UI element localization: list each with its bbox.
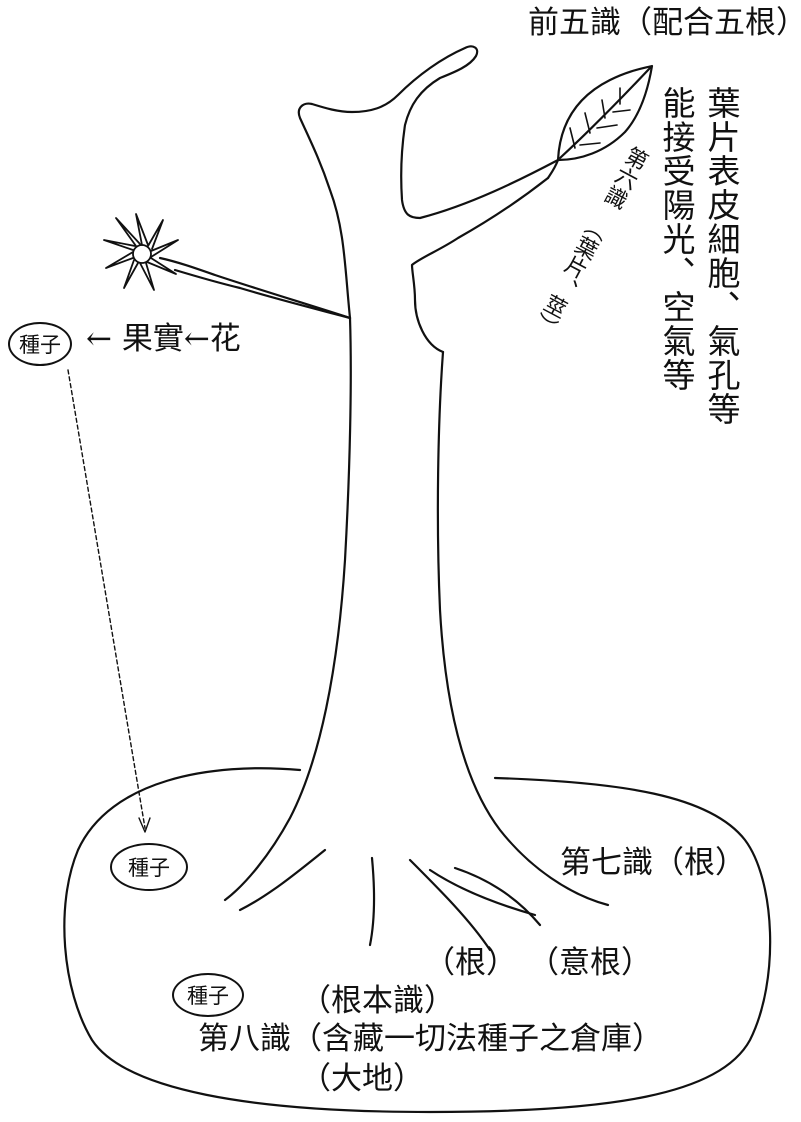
branch-left (297, 45, 560, 320)
branch-right-upper (546, 158, 560, 180)
label-root-consciousness: （根本識） (300, 983, 455, 1019)
seed-dashed-arrow (67, 369, 146, 829)
label-seventh-consciousness: 第七識（根） (560, 845, 746, 881)
flower-center (132, 244, 152, 264)
flower-branch (173, 268, 352, 320)
label-mind-root: （意根） (528, 945, 652, 981)
label-sunlight-air: 能接受陽光、空氣等 (657, 86, 696, 392)
flower-petal (135, 213, 149, 246)
root-line (428, 868, 537, 917)
label-leaf-cells: 葉片表皮細胞、氣孔等 (702, 86, 741, 426)
leaf-vein (612, 109, 631, 113)
earth-outline (63, 767, 772, 1114)
branch-right (410, 176, 550, 354)
root-line (368, 856, 376, 947)
seed-circle: 種子 (110, 843, 188, 891)
flower-branch (158, 256, 352, 320)
root-line (238, 848, 327, 912)
label-earth: （大地） (300, 1061, 424, 1097)
leaf-vein (579, 142, 601, 146)
flower-petal (123, 259, 139, 289)
label-eighth-consciousness: 第八識（含藏一切法種子之倉庫） (198, 1021, 663, 1057)
trunk-right-edge (436, 350, 610, 907)
label-root: （根） (424, 945, 517, 981)
root-line (453, 866, 542, 927)
leaf-vein (584, 112, 591, 134)
flower (103, 213, 179, 291)
leaf-vein (558, 66, 652, 160)
arrowhead (138, 817, 151, 833)
leaf-vein (601, 99, 606, 119)
leaf-vein (596, 124, 618, 129)
flower-petal (103, 239, 136, 251)
seed-circle: 種子 (8, 322, 72, 366)
flower-petal (115, 217, 141, 247)
flower-petal (150, 239, 179, 258)
flower-petal (146, 257, 177, 275)
trunk-left-edge (223, 316, 352, 902)
leaf-vein (569, 127, 576, 149)
flower-petal (139, 262, 155, 291)
seed-label: 種子 (187, 984, 229, 1008)
seed-label: 種子 (128, 856, 170, 880)
flower-petal (105, 251, 134, 269)
label-fruit-flower: ← 果實←花 (86, 321, 241, 357)
seed-label: 種子 (19, 333, 61, 357)
root-line (408, 858, 492, 952)
label-first-five-consciousnesses: 前五識（配合五根） (528, 5, 801, 41)
seed-circle: 種子 (172, 973, 244, 1017)
flower-petal (147, 219, 164, 250)
leaf-outline (556, 64, 654, 162)
